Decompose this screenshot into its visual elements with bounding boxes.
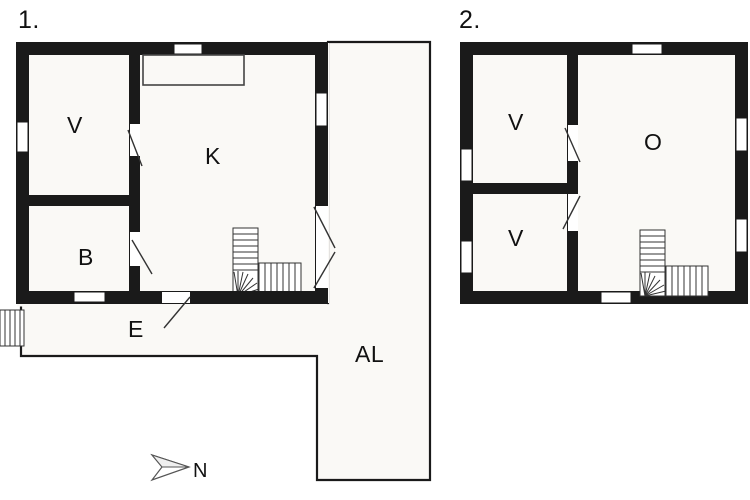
compass-north-arrow-icon bbox=[150, 453, 191, 482]
building-1-window-top bbox=[173, 43, 203, 55]
building-1-door-gap-entrance-overlay bbox=[162, 292, 190, 303]
room-label-v-2-upper: V bbox=[508, 109, 524, 135]
building-1-interior-wall-horizontal bbox=[29, 195, 133, 206]
exterior-step-icon bbox=[0, 309, 25, 347]
building-1-door-swing-entrance-overlay bbox=[163, 296, 191, 329]
building-1-door-swing-b-k bbox=[131, 239, 153, 275]
building-1-window-left bbox=[16, 121, 29, 153]
building-1-door-swing-v-k bbox=[127, 129, 143, 167]
kitchen-counter-icon bbox=[142, 54, 245, 86]
building-2-door-swing-v-lower bbox=[562, 195, 581, 230]
plan-number-1: 1. bbox=[18, 6, 40, 34]
al-mask-top bbox=[17, 304, 327, 307]
building-2-window-bottom bbox=[600, 291, 632, 304]
building-1-wall-left bbox=[16, 42, 29, 304]
building-1 bbox=[16, 42, 336, 329]
building-1-door-gap-v-k bbox=[130, 124, 140, 156]
room-label-k: K bbox=[205, 143, 221, 169]
building-1-wall-top bbox=[16, 42, 328, 55]
building-2-interior-wall-horizontal bbox=[473, 183, 572, 194]
building-1-door-gap-b-k bbox=[130, 232, 140, 266]
building-2-interior-wall-vertical bbox=[567, 55, 578, 291]
building-1-window-bottom-overlay bbox=[73, 291, 106, 303]
building-1-door-swing-k-al-lower-overlay bbox=[313, 251, 336, 289]
building-1-door-swing-k-al-upper-overlay bbox=[313, 206, 336, 249]
building-2-door-gap-v-lower bbox=[568, 194, 578, 231]
area-al bbox=[16, 40, 432, 482]
building-2-window-left-lower bbox=[460, 240, 473, 274]
building-2-wall-top bbox=[460, 42, 748, 55]
room-label-v-2-lower: V bbox=[508, 225, 524, 251]
room-label-al: AL bbox=[355, 341, 385, 367]
building-2-window-top bbox=[631, 43, 663, 55]
room-label-o: O bbox=[644, 129, 663, 155]
compass-label-north: N bbox=[193, 460, 208, 482]
building-2-door-swing-v-upper bbox=[564, 127, 581, 163]
building-2 bbox=[460, 42, 748, 304]
building-2-wall-right bbox=[735, 42, 748, 304]
building-1-door-gap-k-al-overlay bbox=[316, 206, 328, 288]
building-1-window-right-overlay bbox=[315, 92, 328, 127]
room-label-b: B bbox=[78, 244, 94, 270]
building-2-window-right-lower bbox=[735, 218, 748, 253]
building-2-floor bbox=[460, 42, 748, 304]
building-1-interior-wall-vertical bbox=[129, 55, 140, 291]
room-label-v-1: V bbox=[67, 112, 83, 138]
plan-number-2: 2. bbox=[459, 6, 481, 34]
building-2-window-right-upper bbox=[735, 117, 748, 152]
staircase-icon bbox=[639, 229, 709, 297]
building-2-door-gap-v-upper bbox=[568, 125, 578, 161]
building-2-window-left-upper bbox=[460, 148, 473, 182]
room-label-e: E bbox=[128, 316, 144, 342]
